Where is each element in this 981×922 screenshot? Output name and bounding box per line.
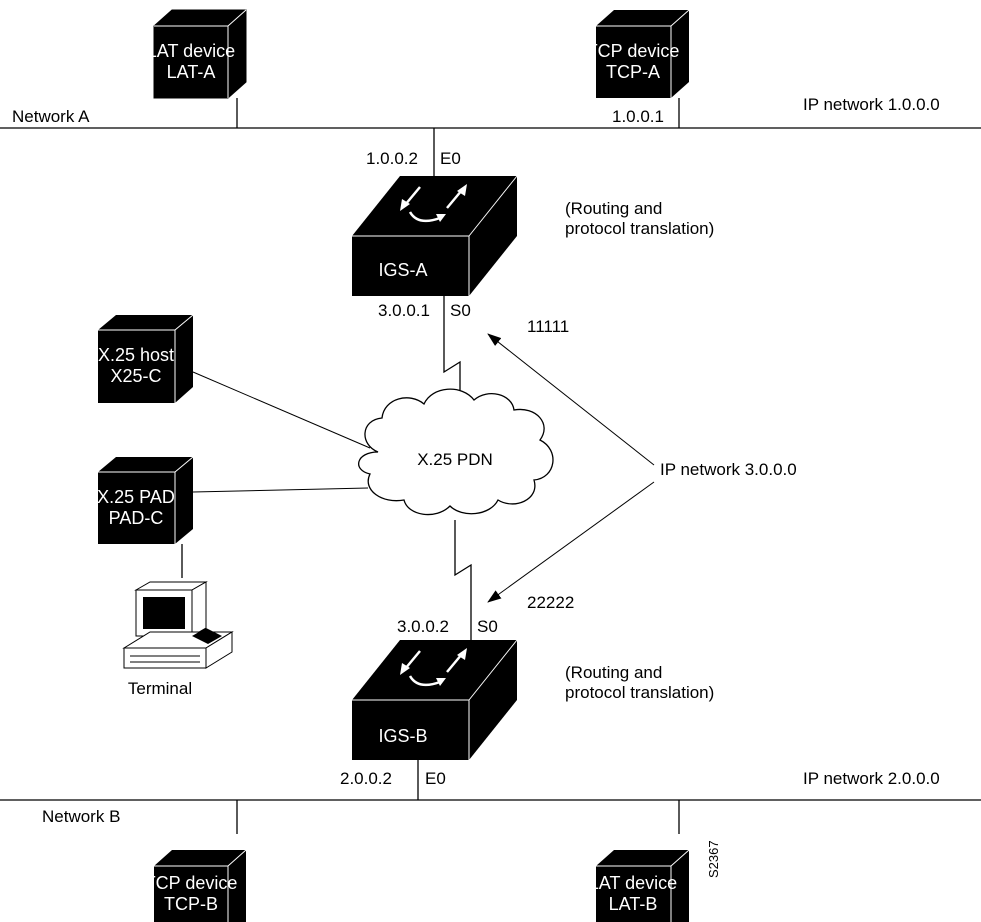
igs-b-name: IGS-B — [378, 726, 427, 746]
igs-a-s0-label: S0 — [450, 301, 471, 320]
x25-pad-line2: PAD-C — [109, 508, 164, 528]
lat-a-line2: LAT-A — [167, 62, 216, 82]
ip-network-3-annotation: IP network 3.0.0.0 — [487, 333, 797, 603]
lat-b-line1: LAT device — [589, 873, 677, 893]
network-b-bus: IP network 2.0.0.0 Network B — [0, 769, 981, 826]
igs-b-router: 22222 3.0.0.2 S0 IGS-B (Routing and prot… — [340, 520, 714, 800]
igs-b-s0-address: 3.0.0.2 — [397, 617, 449, 636]
lat-a-line1: LAT device — [147, 41, 235, 61]
x25-host-line2: X25-C — [110, 366, 161, 386]
igs-a-s0-address: 3.0.0.1 — [378, 301, 430, 320]
serial-link-a — [443, 340, 461, 412]
igs-b-s0-label: S0 — [477, 617, 498, 636]
lat-b-device: LAT device LAT-B — [589, 800, 690, 922]
terminal-icon: Terminal — [122, 581, 234, 698]
cloud-label: X.25 PDN — [417, 450, 493, 469]
network-b-label: Network B — [42, 807, 120, 826]
igs-a-note-line2: protocol translation) — [565, 219, 714, 238]
figure-id: S2367 — [706, 840, 721, 878]
tcp-b-line1: TCP device — [145, 873, 238, 893]
network-a-bus: Network A IP network 1.0.0.0 — [0, 95, 981, 129]
router-arrows-icon — [400, 184, 467, 223]
tcp-a-line2: TCP-A — [606, 62, 660, 82]
lat-a-device: LAT device LAT-A — [147, 9, 247, 128]
tcp-a-address: 1.0.0.1 — [612, 107, 664, 126]
x25-pad-line1: X.25 PAD — [97, 487, 175, 507]
tcp-b-line2: TCP-B — [164, 894, 218, 914]
network-a-ip-label: IP network 1.0.0.0 — [803, 95, 940, 114]
x25-pad-device: X.25 PAD PAD-C — [97, 456, 369, 578]
serial-link-b — [454, 520, 472, 640]
igs-a-e0-label: E0 — [440, 149, 461, 168]
igs-a-note-line1: (Routing and — [565, 199, 662, 218]
ip-network-3-label: IP network 3.0.0.0 — [660, 460, 797, 479]
x25-pdn-cloud: X.25 PDN — [358, 388, 554, 516]
igs-b-x121: 22222 — [527, 593, 574, 612]
x25-host-device: X.25 host X25-C — [98, 314, 371, 449]
igs-a-router: 1.0.0.2 E0 IGS-A (Routing and protocol t… — [352, 128, 714, 412]
igs-b-note-line1: (Routing and — [565, 663, 662, 682]
igs-b-e0-label: E0 — [425, 769, 446, 788]
lat-b-line2: LAT-B — [609, 894, 658, 914]
igs-a-name: IGS-A — [378, 260, 427, 280]
x25-host-line1: X.25 host — [98, 345, 174, 365]
tcp-a-line1: TCP device — [587, 41, 680, 61]
network-b-ip-label: IP network 2.0.0.0 — [803, 769, 940, 788]
igs-b-e0-address: 2.0.0.2 — [340, 769, 392, 788]
igs-a-x121: 11111 — [527, 317, 569, 336]
igs-a-e0-address: 1.0.0.2 — [366, 149, 418, 168]
tcp-a-device: TCP device TCP-A 1.0.0.1 — [587, 9, 690, 128]
terminal-label: Terminal — [128, 679, 192, 698]
network-a-label: Network A — [12, 107, 90, 126]
igs-b-note-line2: protocol translation) — [565, 683, 714, 702]
tcp-b-device: TCP device TCP-B — [145, 800, 247, 922]
router-arrows-icon — [400, 648, 467, 687]
